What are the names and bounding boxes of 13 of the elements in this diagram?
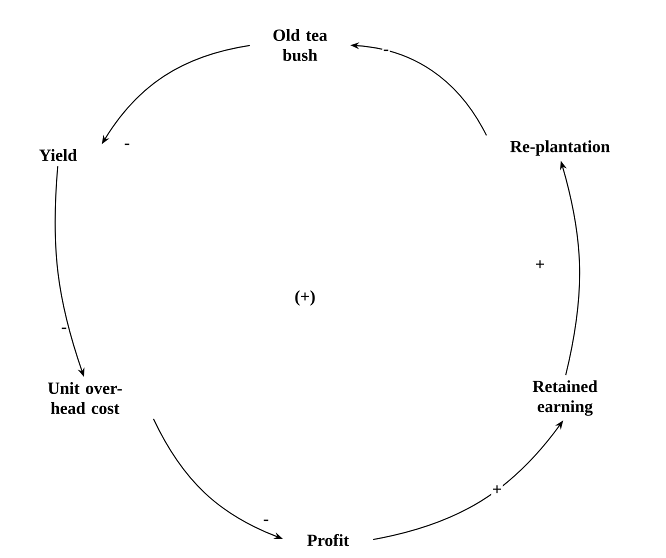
polarity-sign: + — [534, 259, 546, 271]
polarity-sign: + — [491, 484, 503, 496]
variable-label: Unit over-head cost — [48, 382, 122, 414]
variable-label: Profit — [307, 534, 350, 546]
variable-label: Old tea bush — [273, 29, 328, 61]
loop-sign: (+) — [295, 290, 315, 306]
variable-label: Retained earning — [532, 380, 598, 416]
polarity-sign: - — [382, 48, 390, 56]
polarity-sign: - — [60, 326, 68, 334]
variable-label: Yield — [39, 149, 77, 161]
polarity-sign: - — [262, 518, 270, 526]
variable-label: Re-plantation — [510, 140, 610, 156]
polarity-sign: - — [123, 142, 131, 150]
